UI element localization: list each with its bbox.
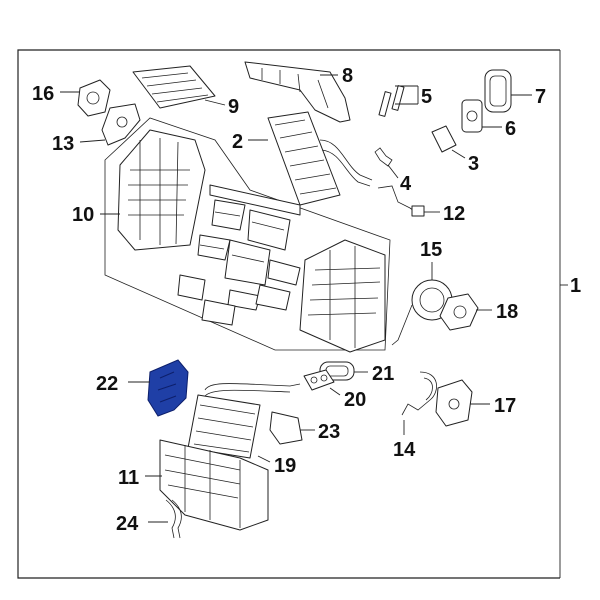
part-3-cap — [431, 125, 457, 153]
part-9-filter-frame — [132, 65, 216, 109]
part-10-right-case — [299, 239, 386, 353]
part-22-highlighted — [147, 359, 189, 417]
callout-16: 16 — [32, 83, 54, 105]
callout-15: 15 — [420, 239, 442, 261]
part-17-bracket — [435, 379, 473, 427]
callout-22: 22 — [96, 373, 118, 395]
callout-11: 11 — [118, 467, 139, 489]
callout-1: 1 — [570, 275, 581, 297]
part-2-evaporator — [267, 111, 373, 206]
leader-9 — [204, 99, 226, 106]
part-19-heater-core — [187, 383, 301, 459]
callout-19: 19 — [274, 455, 296, 477]
callout-10: 10 — [72, 204, 94, 226]
callout-14: 14 — [393, 439, 416, 461]
callout-21: 21 — [372, 363, 394, 385]
part-18-motor — [439, 293, 479, 331]
assembly-frame — [17, 49, 560, 579]
part-13-actuator — [101, 103, 141, 146]
part-14-hose — [401, 371, 437, 416]
callout-18: 18 — [496, 301, 518, 323]
part-4-clip — [374, 147, 393, 167]
callout-7: 7 — [535, 86, 546, 108]
callout-2: 2 — [232, 131, 243, 153]
case-outline — [104, 117, 391, 351]
callout-6: 6 — [505, 118, 516, 140]
part-11-lower-case — [159, 439, 269, 531]
leader-19 — [257, 455, 271, 463]
part-7-seal — [484, 69, 512, 113]
part-20-gasket — [303, 369, 335, 391]
callout-8: 8 — [342, 65, 353, 87]
part-24-drain-hose — [165, 499, 182, 539]
callout-9: 9 — [228, 96, 239, 118]
part-12-harness — [377, 185, 425, 217]
part-10-center-doors — [177, 184, 301, 326]
leader-4 — [387, 164, 399, 179]
callout-20: 20 — [344, 389, 366, 411]
callout-12: 12 — [443, 203, 465, 225]
callout-24: 24 — [116, 513, 139, 535]
part-6-valve — [461, 99, 483, 133]
part-5-bolts — [378, 85, 405, 117]
part-23-clip — [269, 411, 303, 445]
callout-5: 5 — [421, 86, 432, 108]
callout-4: 4 — [400, 173, 412, 195]
part-16-actuator — [77, 79, 111, 117]
leader-3 — [451, 149, 466, 159]
part-8-duct — [244, 61, 351, 123]
leader-13 — [79, 139, 106, 143]
callout-17: 17 — [494, 395, 516, 417]
callout-13: 13 — [52, 133, 74, 155]
leader-20 — [329, 387, 341, 396]
part-10-left-case — [117, 129, 206, 251]
callout-23: 23 — [318, 421, 340, 443]
callout-3: 3 — [468, 153, 479, 175]
